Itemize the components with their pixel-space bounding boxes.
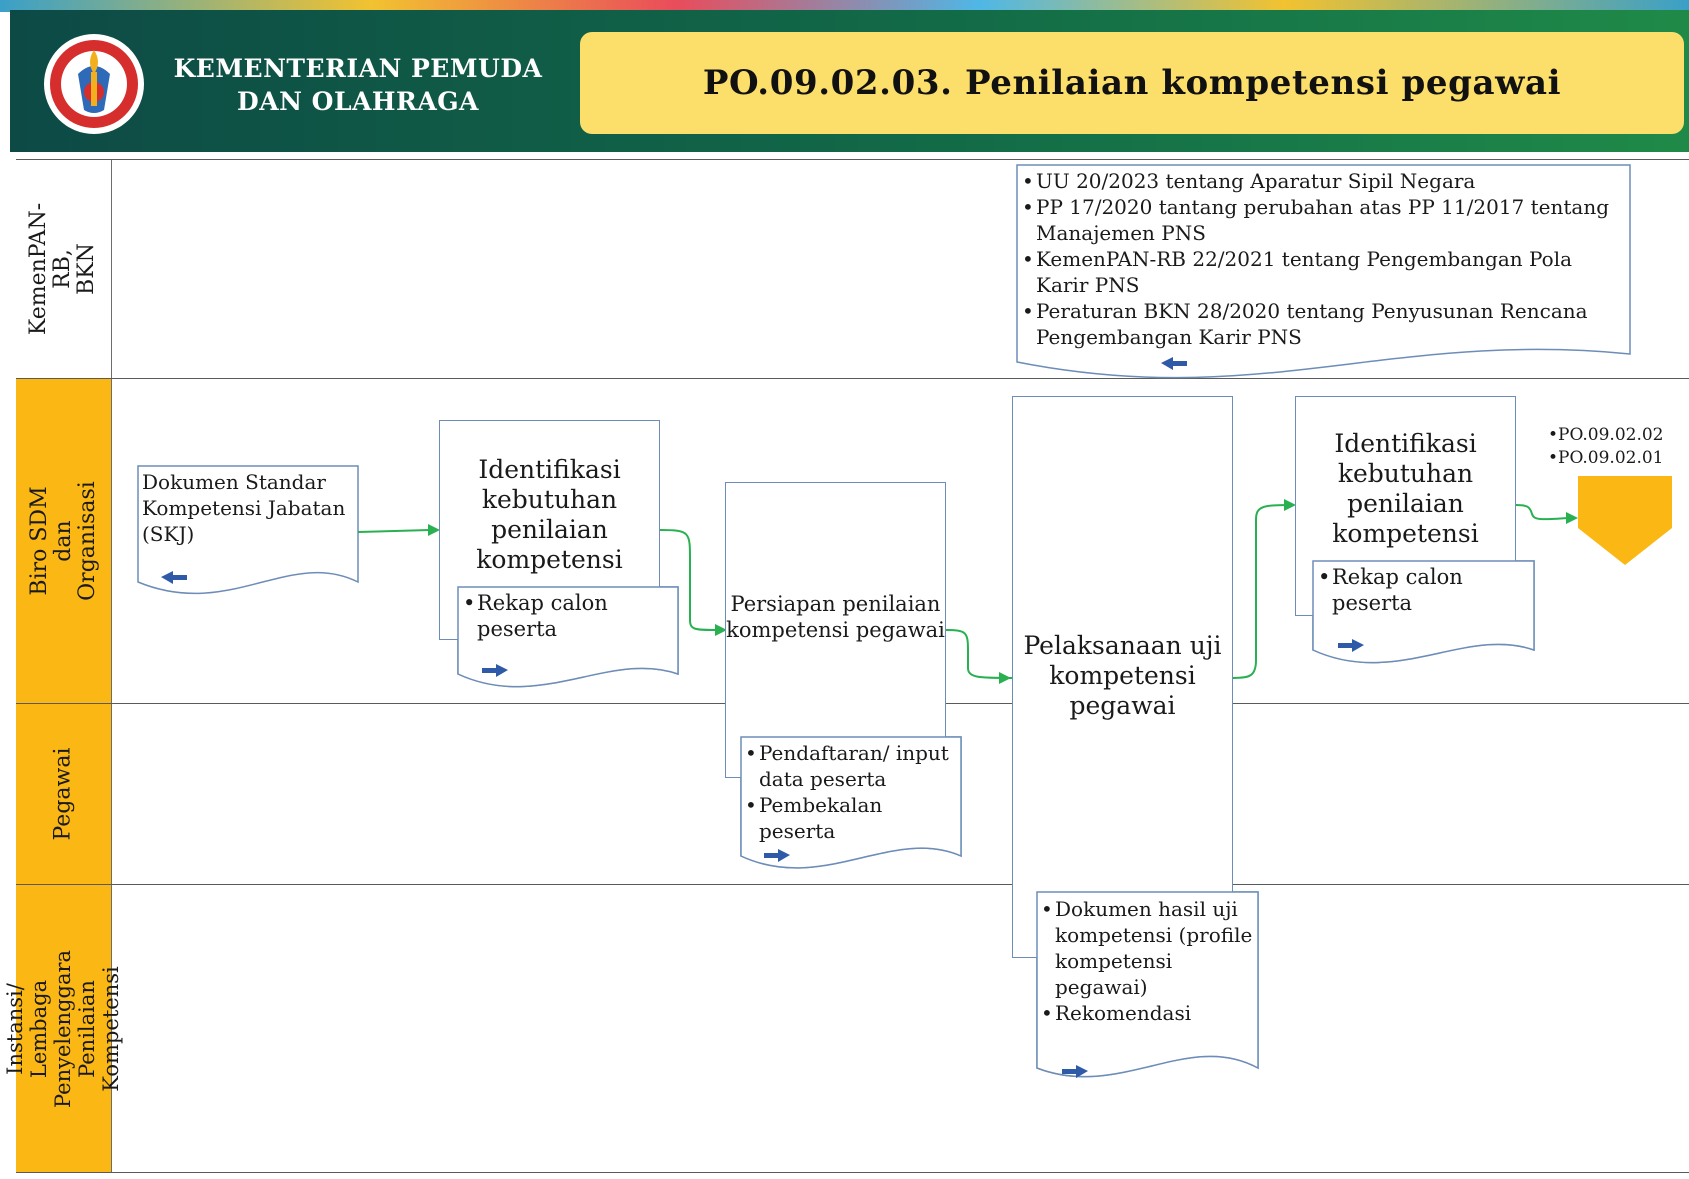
lane-divider — [16, 1172, 1689, 1173]
connector-reference: PO.09.02.01 — [1548, 447, 1689, 470]
flow-arrowhead — [715, 624, 727, 636]
rekap2-item: Rekap calon peserta — [1318, 564, 1530, 616]
hasil-item: Rekomendasi — [1041, 1000, 1255, 1026]
rekap1-document-text-top: Rekap calon peserta — [463, 590, 673, 642]
lane-divider — [16, 378, 1689, 379]
hasil-item: Dokumen hasil uji kompetensi (profile ko… — [1041, 896, 1255, 1000]
ministry-logo-icon — [44, 34, 144, 134]
lane-label-instansi: Instansi/ Lembaga Penyelenggara Penilaia… — [4, 885, 124, 1172]
flow-arrowhead — [1566, 512, 1578, 524]
pendaftaran-item: Pembekalan peserta — [745, 792, 959, 844]
org-name-line2: DAN OLAHRAGA — [237, 87, 479, 116]
flow-arrowhead — [428, 524, 440, 536]
process-label: Persiapan penilaian kompetensi pegawai — [726, 592, 945, 642]
lane-divider — [16, 159, 1689, 160]
flow-line — [1232, 504, 1295, 679]
process-label: Identifikasi kebutuhan penilaian kompete… — [476, 455, 623, 574]
skj-document-label: Dokumen Standar Kompetensi Jabatan (SKJ) — [142, 470, 346, 546]
offpage-connector-icon — [1578, 476, 1672, 565]
org-name-line1: KEMENTERIAN PEMUDA — [173, 54, 543, 83]
rekap1-item: Rekap calon peserta — [463, 590, 673, 642]
process-persiapan: Persiapan penilaian kompetensi pegawai — [725, 482, 946, 778]
skj-document-text: Dokumen Standar Kompetensi Jabatan (SKJ) — [142, 469, 354, 547]
flow-line — [357, 529, 431, 533]
skj-document-shape — [137, 465, 359, 595]
page-title-box: PO.09.02.03. Penilaian kompetensi pegawa… — [580, 32, 1684, 134]
hasil-document-text-top: Dokumen hasil uji kompetensi (profile ko… — [1041, 896, 1255, 1026]
regulation-item: UU 20/2023 tentang Aparatur Sipil Negara — [1022, 168, 1628, 194]
process-label: Pelaksanaan uji kompetensi pegawai — [1023, 631, 1222, 720]
flow-line — [659, 529, 719, 631]
pendaftaran-item: Pendaftaran/ input data peserta — [745, 740, 959, 792]
regulation-list: UU 20/2023 tentang Aparatur Sipil Negara… — [1022, 168, 1628, 350]
process-pelaksanaan: Pelaksanaan uji kompetensi pegawai — [1012, 396, 1233, 958]
flow-line — [945, 629, 1013, 679]
lane-label-kemenpan: KemenPAN-RB, BKN — [16, 160, 112, 378]
arrow-left-icon — [161, 571, 187, 584]
rekap2-document-text-top: Rekap calon peserta — [1318, 564, 1530, 616]
page-title: PO.09.02.03. Penilaian kompetensi pegawa… — [702, 63, 1562, 103]
arrow-left-icon — [1161, 357, 1187, 370]
regulation-item: PP 17/2020 tantang perubahan atas PP 11/… — [1022, 194, 1628, 246]
connector-reference-list: PO.09.02.02 PO.09.02.01 — [1548, 424, 1689, 470]
flow-line — [1515, 504, 1569, 521]
process-label: Identifikasi kebutuhan penilaian kompete… — [1332, 429, 1479, 548]
lane-label-biro-sdm: Biro SDM dan Organisasi — [16, 379, 112, 703]
flow-arrowhead — [999, 672, 1011, 684]
organization-name: KEMENTERIAN PEMUDA DAN OLAHRAGA — [168, 52, 548, 118]
lane-label-pegawai: Pegawai — [16, 704, 112, 884]
lane-divider — [16, 884, 1689, 885]
header-color-stripe — [0, 0, 1689, 12]
pendaftaran-document-text-top: Pendaftaran/ input data peserta Pembekal… — [745, 740, 959, 844]
connector-reference: PO.09.02.02 — [1548, 424, 1689, 447]
regulation-item: Peraturan BKN 28/2020 tentang Penyusunan… — [1022, 298, 1628, 350]
regulation-item: KemenPAN-RB 22/2021 tentang Pengembangan… — [1022, 246, 1628, 298]
flow-arrowhead — [1284, 499, 1296, 511]
